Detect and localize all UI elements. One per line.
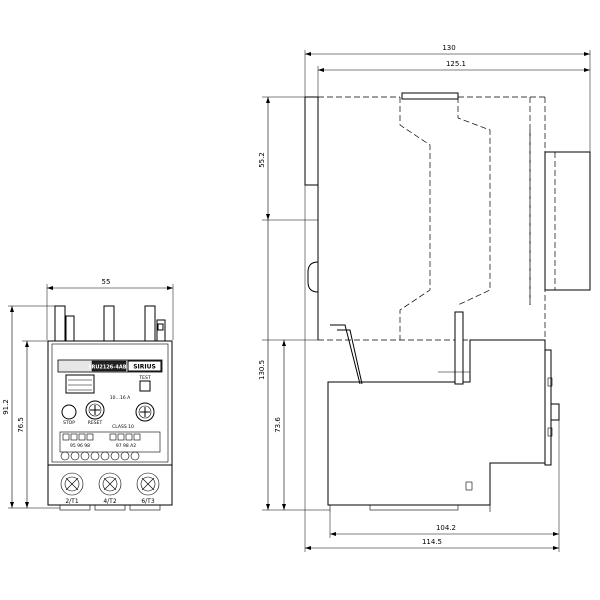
top-bar-4 — [144, 305, 156, 343]
side-view: 130 125.1 — [258, 44, 591, 552]
class-label: CLASS 10 — [112, 424, 134, 430]
side-top-catch — [401, 92, 459, 100]
dim-bottom-overall: 114.5 — [422, 538, 442, 546]
aux-terminal-strip — [59, 431, 161, 453]
aux-terminals-right: 97 98 A2 — [116, 443, 136, 449]
stop-label: STOP — [63, 420, 75, 426]
dim-bottom-inner: 104.2 — [436, 524, 456, 532]
dim-total-height-side: 130.5 — [258, 360, 266, 380]
brand-label: SIRIUS — [133, 364, 156, 371]
side-knob — [550, 403, 560, 421]
main-terminal-1 — [60, 472, 84, 496]
dim-width-55: 55 — [102, 278, 111, 286]
main-terminal-3 — [136, 472, 160, 496]
stop-button — [61, 404, 77, 420]
dim-top-inner: 125.1 — [446, 60, 466, 68]
display-window — [65, 374, 95, 394]
dim-body-height: 76.5 — [17, 417, 25, 433]
main-terminal-2 — [98, 472, 122, 496]
terminal-label-1: 2/T1 — [65, 498, 79, 505]
dim-total-height: 91.2 — [2, 399, 10, 415]
side-terminal-post — [454, 311, 464, 385]
terminal-label-2: 4/T2 — [103, 498, 117, 505]
side-right-block — [544, 151, 591, 291]
side-internal-profile — [399, 97, 431, 340]
dim-top-overall: 130 — [442, 44, 455, 52]
reset-label: RESET — [88, 420, 103, 426]
top-bar-1 — [54, 305, 66, 343]
top-bar-5 — [156, 319, 166, 343]
terminal-label-3: 6/T3 — [141, 498, 155, 505]
terminal-block — [47, 464, 173, 506]
aux-terminal-squares — [62, 433, 141, 441]
aux-screw-circles — [60, 451, 140, 461]
test-button — [139, 380, 151, 392]
side-lower-housing — [327, 339, 546, 506]
aux-terminals-left: 95 96 98 — [70, 443, 90, 449]
test-label: TEST — [138, 375, 150, 381]
top-bar-2 — [65, 315, 75, 343]
side-mount-plate — [304, 96, 319, 186]
top-bar-3 — [103, 305, 115, 343]
dim-lower-height: 73.6 — [274, 417, 282, 433]
type-label: 3RU2126-4AB0 — [88, 365, 131, 371]
range-label: 10…16 A — [110, 395, 131, 401]
front-view: 55 3RU2126-4AB0 SIRIUS TEST 10…16 A STOP — [2, 278, 174, 511]
dim-upper-height: 55.2 — [258, 152, 266, 168]
